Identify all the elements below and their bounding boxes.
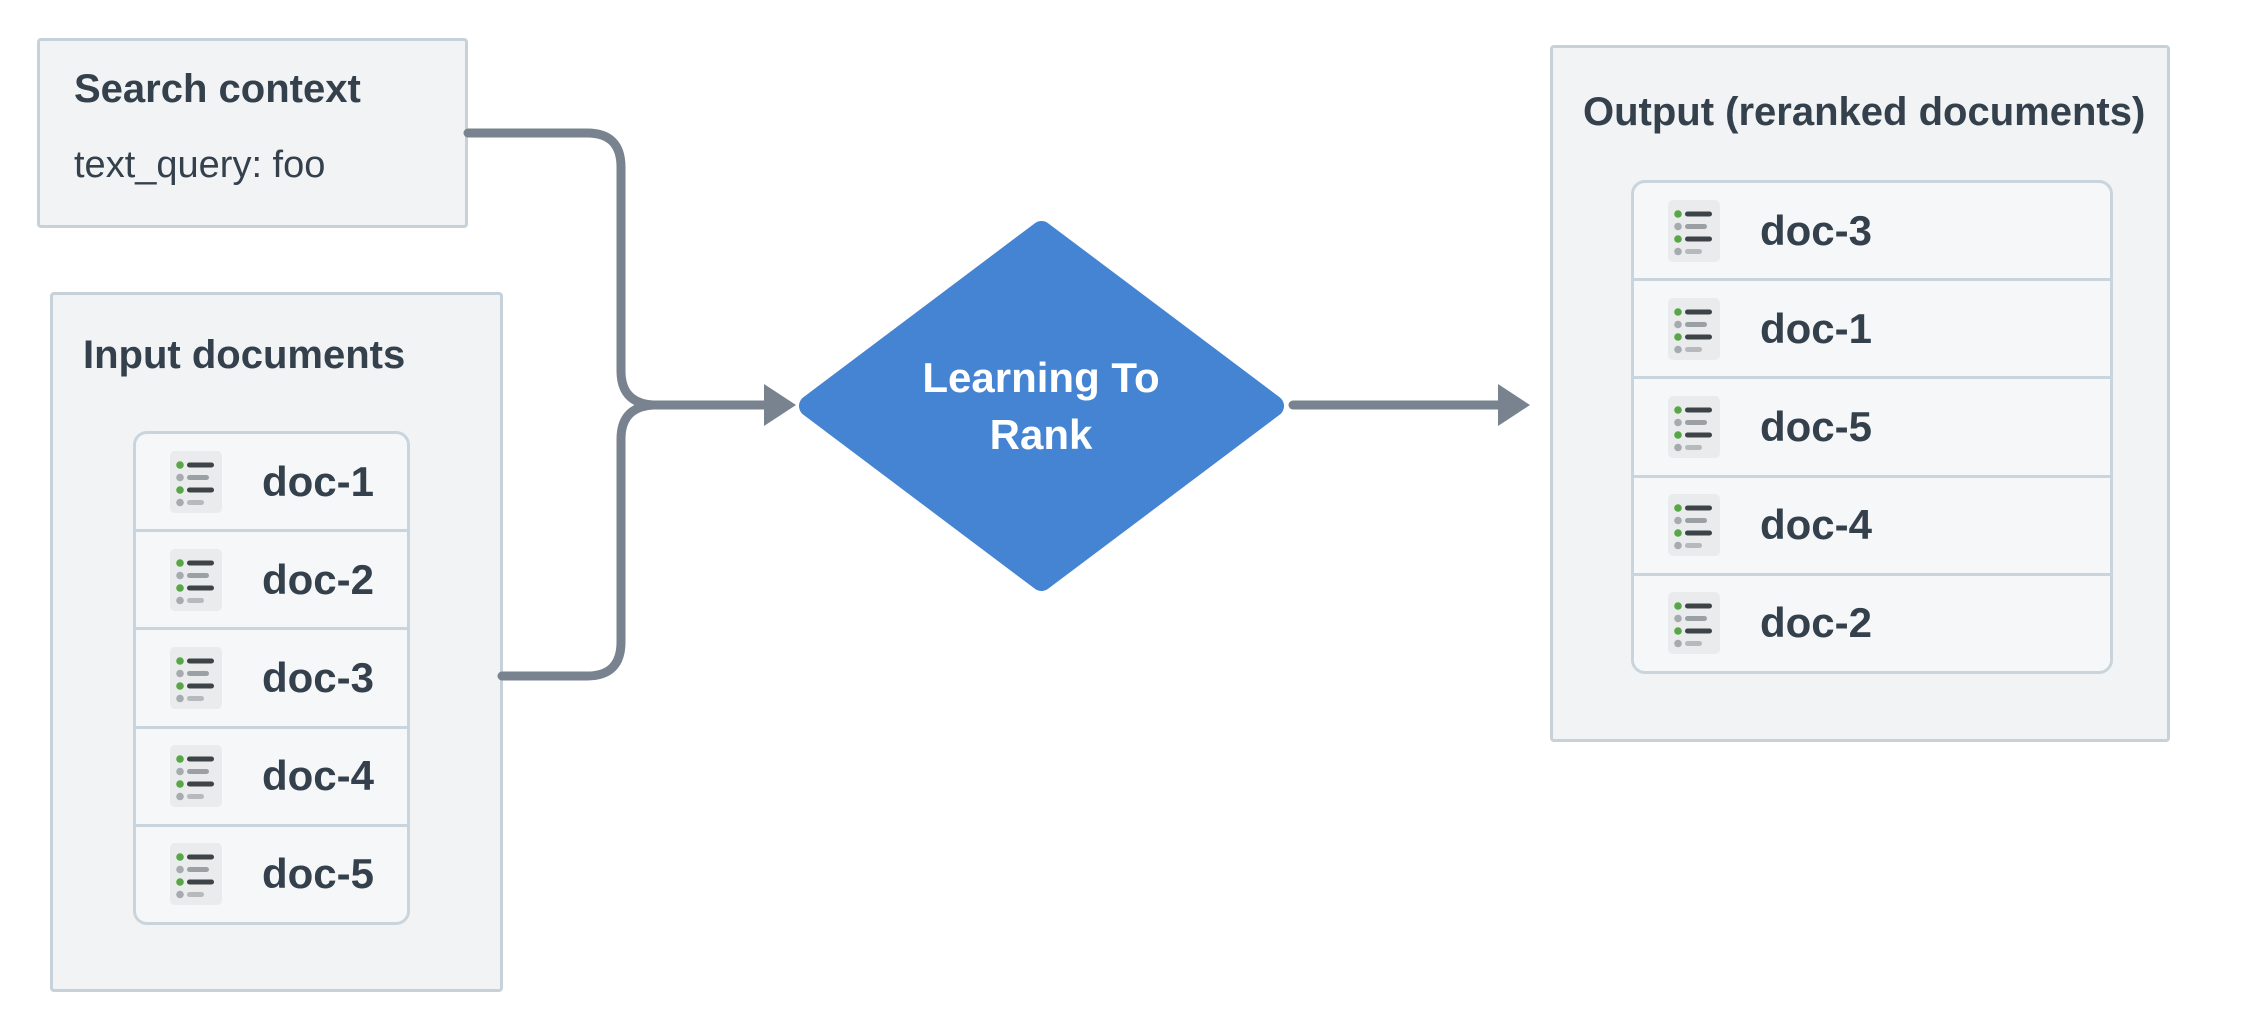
search-context-query: text_query: foo bbox=[74, 144, 326, 186]
document-list-icon bbox=[170, 745, 222, 808]
doc-label: doc-5 bbox=[1760, 403, 1873, 450]
input-doc-list: doc-1 doc-2 bbox=[133, 431, 410, 925]
doc-label: doc-3 bbox=[1760, 206, 1873, 254]
document-list-icon bbox=[1668, 199, 1720, 262]
doc-label: doc-2 bbox=[262, 555, 375, 603]
input-documents-title: Input documents bbox=[83, 333, 406, 377]
output-documents-box: Output (reranked documents) bbox=[1550, 45, 2170, 742]
doc-row: doc-4 bbox=[136, 725, 407, 824]
doc-row: doc-3 bbox=[1634, 183, 2110, 279]
doc-row: doc-2 bbox=[1634, 572, 2110, 671]
doc-label: doc-1 bbox=[1760, 304, 1873, 352]
output-doc-list: doc-3 doc-1 bbox=[1631, 180, 2113, 674]
doc-label: doc-2 bbox=[1760, 599, 1873, 647]
doc-row: doc-1 bbox=[1634, 278, 2110, 377]
doc-row: doc-2 bbox=[136, 529, 407, 628]
doc-label: doc-4 bbox=[262, 752, 375, 800]
connector-from-input-documents bbox=[497, 400, 658, 681]
search-context-title: Search context bbox=[74, 67, 361, 111]
reranker-label: Learning To Rank bbox=[922, 354, 1160, 458]
document-list-icon bbox=[170, 450, 222, 513]
document-list-icon bbox=[170, 548, 222, 611]
doc-label: doc-4 bbox=[1760, 501, 1873, 549]
search-context-box: Search context text_query: foo bbox=[37, 38, 468, 228]
reranker-diamond bbox=[799, 221, 1284, 591]
doc-row: doc-5 bbox=[136, 823, 407, 922]
doc-label: doc-1 bbox=[262, 457, 375, 505]
document-list-icon bbox=[1668, 396, 1720, 458]
doc-row: doc-4 bbox=[1634, 474, 2110, 573]
doc-row: doc-5 bbox=[1634, 376, 2110, 475]
output-documents-title: Output (reranked documents) bbox=[1583, 90, 2146, 134]
input-documents-box: Input documents doc-1 bbox=[50, 292, 503, 992]
doc-label: doc-3 bbox=[262, 654, 375, 701]
document-list-icon bbox=[170, 843, 222, 906]
document-list-icon bbox=[1668, 494, 1720, 557]
document-list-icon bbox=[1668, 592, 1720, 655]
doc-row: doc-1 bbox=[136, 434, 407, 530]
document-list-icon bbox=[1668, 297, 1720, 360]
doc-label: doc-5 bbox=[262, 850, 375, 898]
doc-row: doc-3 bbox=[136, 627, 407, 726]
arrowhead-to-output bbox=[1498, 384, 1530, 426]
document-list-icon bbox=[170, 647, 222, 709]
